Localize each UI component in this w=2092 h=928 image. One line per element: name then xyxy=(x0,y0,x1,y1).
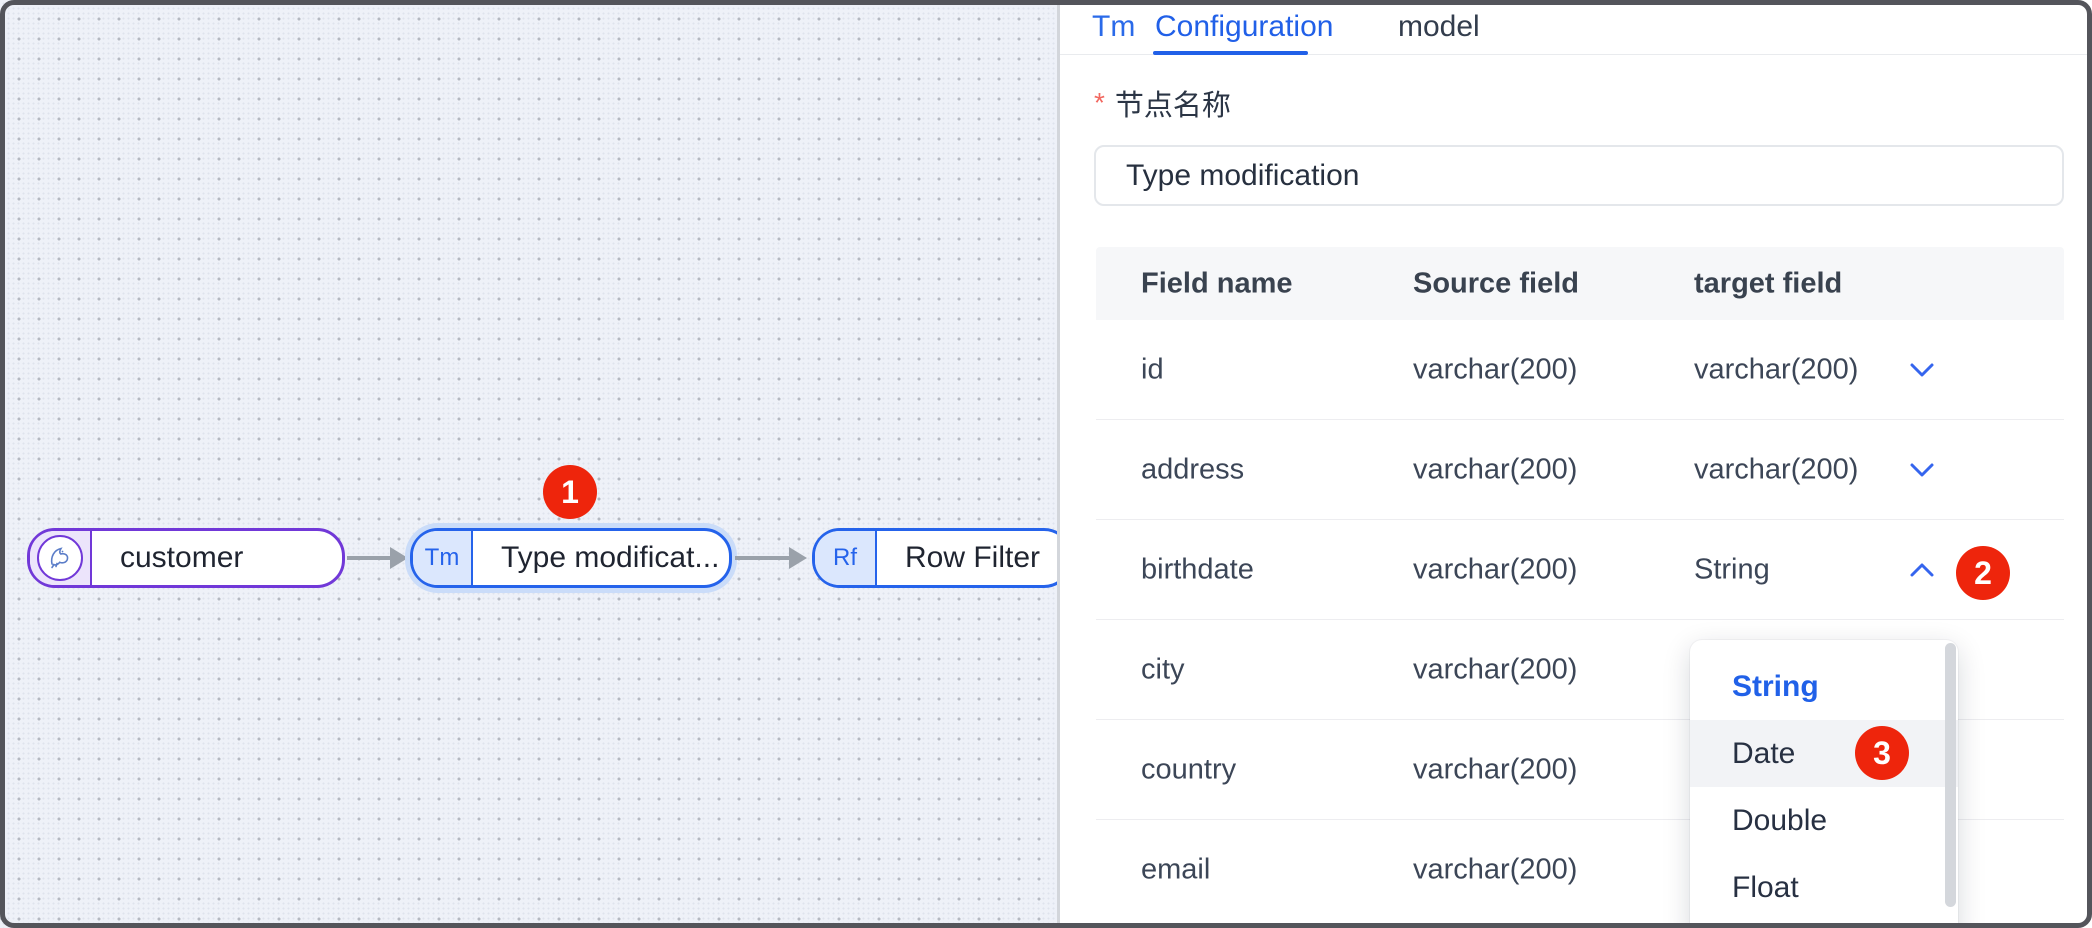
annotation-badge-2-text: 2 xyxy=(1974,554,1992,591)
table-row-birthdate: birthdate varchar(200) String xyxy=(1096,520,2064,620)
chevron-up-icon[interactable] xyxy=(1908,557,1936,583)
tab-bar: Tm Configuration model xyxy=(1060,0,2092,55)
row-birthdate-target-select[interactable]: String xyxy=(1694,553,1770,585)
dropdown-option-float[interactable]: Float xyxy=(1690,854,1958,921)
mapping-table-header: Field name Source field target field xyxy=(1096,247,2064,320)
table-row-id: id varchar(200) varchar(200) xyxy=(1096,320,2064,420)
dropdown-scrollbar[interactable] xyxy=(1945,643,1956,907)
tab-configuration[interactable]: Configuration xyxy=(1155,0,1333,54)
row-id-source: varchar(200) xyxy=(1413,353,1578,385)
node-type-modification[interactable]: Tm Type modificat... xyxy=(410,528,732,588)
tab-node-type[interactable]: Tm xyxy=(1092,0,1135,54)
edge-tm-to-rowfilter xyxy=(735,556,792,560)
tm-abbr-icon: Tm xyxy=(424,544,460,571)
chevron-down-icon[interactable] xyxy=(1908,457,1936,483)
table-row-address: address varchar(200) varchar(200) xyxy=(1096,420,2064,520)
node-type-modification-label: Type modificat... xyxy=(501,541,720,574)
annotation-badge-2: 2 xyxy=(1956,546,2010,600)
row-address-target-select[interactable]: varchar(200) xyxy=(1694,453,1859,485)
node-row-filter-label: Row Filter xyxy=(905,541,1041,574)
type-dropdown-options: String Date 3 Double Float xyxy=(1690,653,1958,921)
row-city-field: city xyxy=(1141,653,1185,685)
annotation-badge-1: 1 xyxy=(543,465,597,519)
col-header-target-field: target field xyxy=(1694,267,1843,299)
row-country-field: country xyxy=(1141,753,1237,785)
chevron-down-icon[interactable] xyxy=(1908,357,1936,383)
tab-node-type-label: Tm xyxy=(1092,10,1136,43)
type-dropdown-menu: String Date 3 Double Float xyxy=(1690,640,1958,928)
dropdown-option-date[interactable]: Date 3 xyxy=(1690,720,1958,787)
table-row-country: country varchar(200) xyxy=(1096,720,2064,820)
flow-canvas[interactable]: customer Tm Type modificat... 1 Rf Row F… xyxy=(0,0,1059,928)
row-birthdate-source: varchar(200) xyxy=(1413,553,1578,585)
col-header-source-field: Source field xyxy=(1413,267,1579,299)
node-customer-icon-section xyxy=(30,531,92,585)
table-row-email: email varchar(200) xyxy=(1096,820,2064,920)
node-name-field-label: * 节点名称 xyxy=(1094,82,1231,124)
node-customer-label: customer xyxy=(120,541,244,574)
tab-configuration-label: Configuration xyxy=(1155,10,1334,43)
row-email-source: varchar(200) xyxy=(1413,853,1578,886)
col-header-field-name: Field name xyxy=(1141,267,1293,299)
config-panel: Tm Configuration model * 节点名称 Field name… xyxy=(1060,0,2092,928)
row-id-field: id xyxy=(1141,353,1164,385)
node-row-filter[interactable]: Rf Row Filter xyxy=(812,528,1059,588)
tab-model-label: model xyxy=(1398,10,1480,43)
row-city-source: varchar(200) xyxy=(1413,653,1578,685)
edge-customer-to-tm-arrowhead xyxy=(390,547,408,569)
dropdown-option-date-label: Date xyxy=(1732,736,1796,770)
node-type-modification-icon-section: Tm xyxy=(413,531,473,585)
annotation-badge-3: 3 xyxy=(1855,726,1909,780)
dropdown-option-double-label: Double xyxy=(1732,803,1828,837)
dropdown-option-double[interactable]: Double xyxy=(1690,787,1958,854)
annotation-badge-1-text: 1 xyxy=(561,473,579,510)
annotation-badge-3-text: 3 xyxy=(1873,734,1891,771)
rf-abbr-icon: Rf xyxy=(833,544,857,571)
active-tab-underline xyxy=(1153,51,1308,55)
row-address-source: varchar(200) xyxy=(1413,453,1578,485)
node-name-label-text: 节点名称 xyxy=(1114,90,1231,122)
row-address-field: address xyxy=(1141,453,1245,485)
node-name-input[interactable] xyxy=(1094,145,2064,206)
row-country-source: varchar(200) xyxy=(1413,753,1578,785)
row-email-field: email xyxy=(1141,853,1211,886)
row-birthdate-field: birthdate xyxy=(1141,553,1254,585)
dropdown-option-string[interactable]: String xyxy=(1690,653,1958,720)
table-row-city: city varchar(200) xyxy=(1096,620,2064,720)
edge-customer-to-tm xyxy=(347,556,393,560)
required-asterisk: * xyxy=(1094,87,1105,118)
panel-divider xyxy=(1057,0,1060,928)
node-customer[interactable]: customer xyxy=(27,528,345,588)
row-id-target-select[interactable]: varchar(200) xyxy=(1694,353,1859,385)
mysql-dolphin-icon xyxy=(37,535,83,581)
mapping-table-body: id varchar(200) varchar(200) address var… xyxy=(1096,320,2064,920)
node-row-filter-icon-section: Rf xyxy=(815,531,877,585)
dropdown-option-string-label: String xyxy=(1732,669,1819,703)
dropdown-option-float-label: Float xyxy=(1732,870,1799,904)
tab-model[interactable]: model xyxy=(1398,0,1480,54)
edge-tm-to-rowfilter-arrowhead xyxy=(789,547,807,569)
